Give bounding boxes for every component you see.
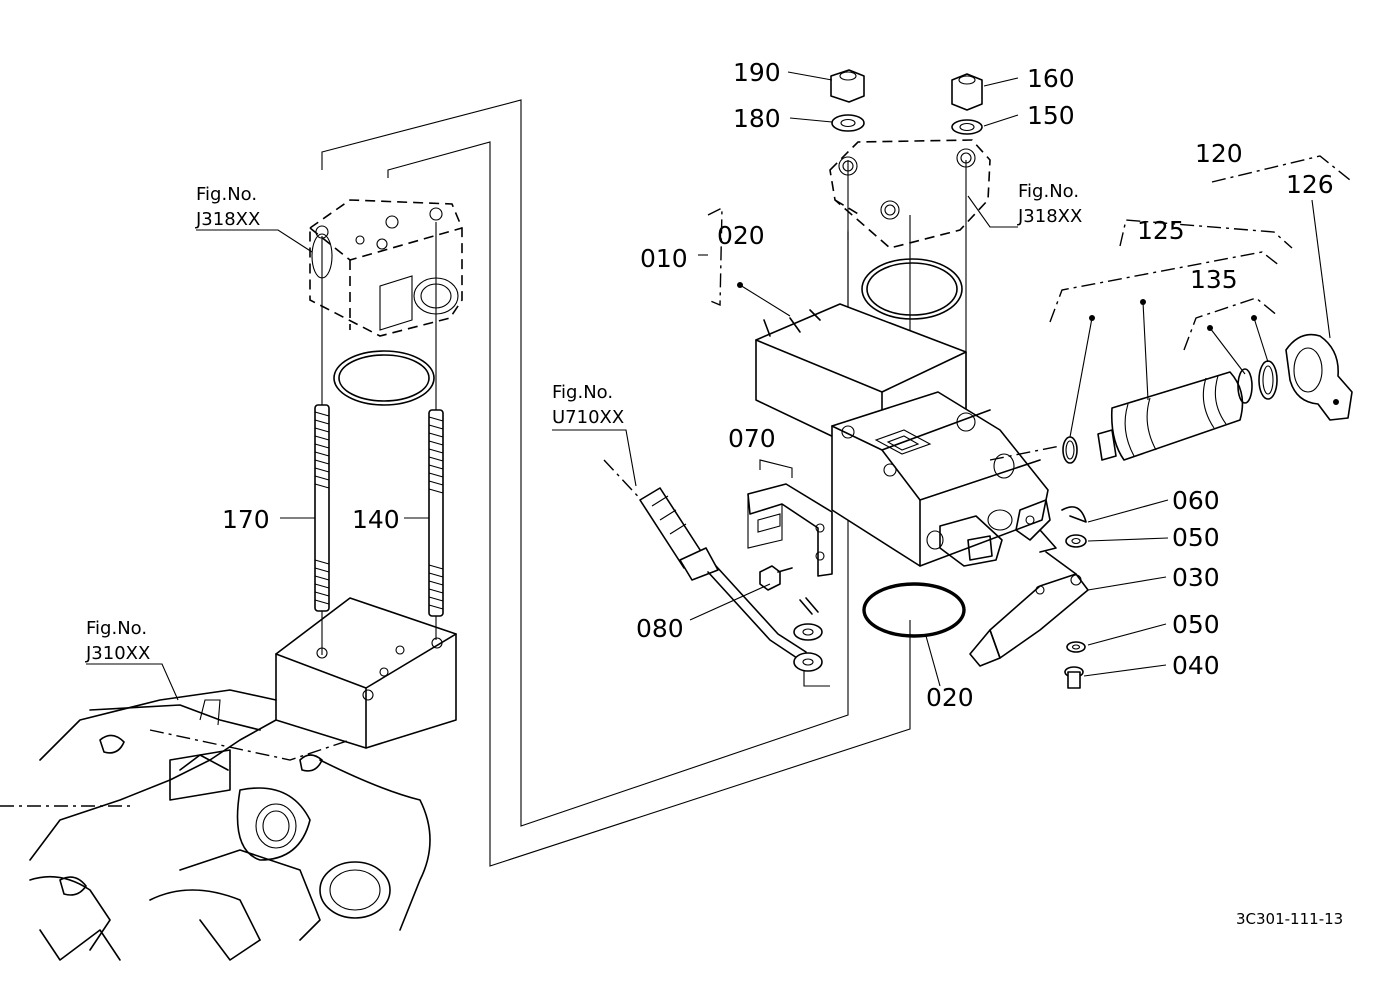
solenoid-group: [989, 333, 1353, 464]
callout-125: 125: [1137, 216, 1185, 245]
fig-ref-housing-line2: J310XX: [85, 643, 150, 664]
fig-ref-left-top-line2: J318XX: [195, 209, 260, 230]
bolt-080: [759, 565, 793, 591]
fig-ref-right-top-line2: J318XX: [1017, 206, 1082, 227]
washer-150: [951, 119, 983, 135]
callouts: 190 180 160 150 120 126 125 135 010 020 …: [222, 58, 1334, 712]
nut-190: [830, 69, 865, 103]
nut-160: [951, 73, 983, 111]
callout-060: 060: [1172, 486, 1220, 515]
drawing-code: 3C301-111-13: [1236, 910, 1343, 928]
valve-assembly: [755, 303, 1057, 567]
callout-170: 170: [222, 505, 270, 534]
fig-ref-cable-line2: U710XX: [552, 407, 624, 428]
upper-cover-flange: [829, 139, 991, 320]
callout-070: 070: [728, 424, 776, 453]
cable-assembly: [603, 459, 830, 687]
callout-150: 150: [1027, 101, 1075, 130]
lower-housing: [0, 597, 457, 961]
callout-140: 140: [352, 505, 400, 534]
bracket-070: [747, 483, 833, 577]
callout-020-bottom: 020: [926, 683, 974, 712]
left-o-ring: [333, 350, 435, 406]
fig-ref-left-top-line1: Fig.No.: [196, 184, 257, 205]
callout-050-bottom: 050: [1172, 610, 1220, 639]
fig-ref-cable-line1: Fig.No.: [552, 382, 613, 403]
washer-050-bottom: [1066, 641, 1086, 653]
callout-020-top: 020: [717, 221, 765, 250]
fig-ref-housing-line1: Fig.No.: [86, 618, 147, 639]
left-flange-block: [309, 199, 463, 337]
callout-080: 080: [636, 614, 684, 643]
figure-references: Fig.No. J318XX Fig.No. J318XX Fig.No. U7…: [85, 181, 1082, 664]
fig-ref-right-top-line1: Fig.No.: [1018, 181, 1079, 202]
callout-190: 190: [733, 58, 781, 87]
washer-180: [831, 114, 865, 132]
callout-160: 160: [1027, 64, 1075, 93]
callout-040: 040: [1172, 651, 1220, 680]
washer-050-top: [1065, 534, 1087, 548]
pin-060: [1061, 506, 1087, 523]
callout-135: 135: [1190, 265, 1238, 294]
callout-180: 180: [733, 104, 781, 133]
stud-bolt-140: [428, 409, 444, 617]
stud-bolt-170: [314, 404, 330, 612]
callout-126: 126: [1286, 170, 1334, 199]
callout-050-top: 050: [1172, 523, 1220, 552]
leader-lines: [86, 71, 1351, 701]
bolt-040: [1064, 666, 1084, 689]
callout-010: 010: [640, 244, 688, 273]
o-ring-020: [862, 582, 966, 638]
callout-030: 030: [1172, 563, 1220, 592]
callout-120: 120: [1195, 139, 1243, 168]
